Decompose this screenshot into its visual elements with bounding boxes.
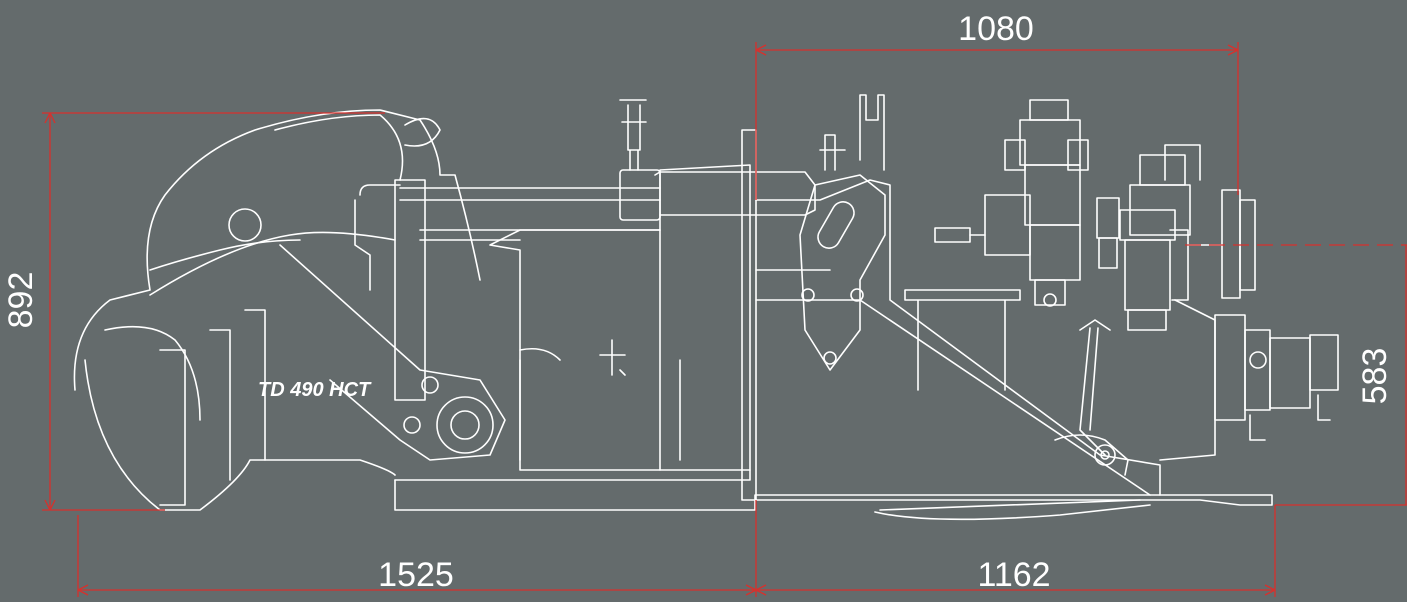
rocker-pin-2 [850, 288, 864, 302]
triangular-arm [279, 179, 506, 461]
upper-shaft [399, 187, 661, 201]
dim-bottom-left: 1525 [378, 556, 454, 594]
valve-block-2 [1096, 144, 1201, 331]
base-frame [394, 479, 1273, 511]
dim-top-width-line [755, 42, 1239, 200]
chain-guard [519, 339, 626, 376]
top-lever-left [619, 99, 647, 171]
upper-shaft-2 [419, 229, 661, 241]
dimension-lines [42, 42, 1407, 597]
dim-bottom-right: 1162 [977, 556, 1050, 594]
base-underside [874, 504, 1151, 521]
hydraulic-motor [1214, 314, 1339, 441]
shaft-collar [619, 169, 661, 221]
rocker-fork [819, 94, 885, 171]
dim-right-height-line [1275, 245, 1407, 506]
base-underside-2 [879, 499, 1141, 511]
pedestal [904, 289, 1021, 391]
tension-cylinder [1054, 319, 1129, 476]
base-frame-left [394, 469, 751, 481]
sloped-frame-lower [755, 299, 1151, 496]
machine-outline [73, 94, 1339, 521]
rocker-arm [799, 174, 886, 371]
shaft-collar-2 [654, 171, 816, 216]
dim-bottom-line [77, 500, 1276, 597]
rocker-slot [817, 201, 855, 249]
sloped-frame [755, 179, 1161, 496]
dim-left-height-line [42, 112, 385, 511]
model-label: TD 490 HCT [258, 379, 372, 401]
rocker-pin-1 [801, 288, 815, 302]
rocker-pin-3 [823, 351, 837, 365]
valve-block-1 [934, 99, 1089, 307]
divider-plate [741, 129, 757, 501]
planer-head [73, 109, 481, 511]
center-housing-detail [519, 359, 681, 461]
dim-top-width: 1080 [958, 10, 1034, 48]
dim-right-height: 583 [1356, 348, 1394, 405]
dim-left-height: 892 [2, 272, 40, 329]
